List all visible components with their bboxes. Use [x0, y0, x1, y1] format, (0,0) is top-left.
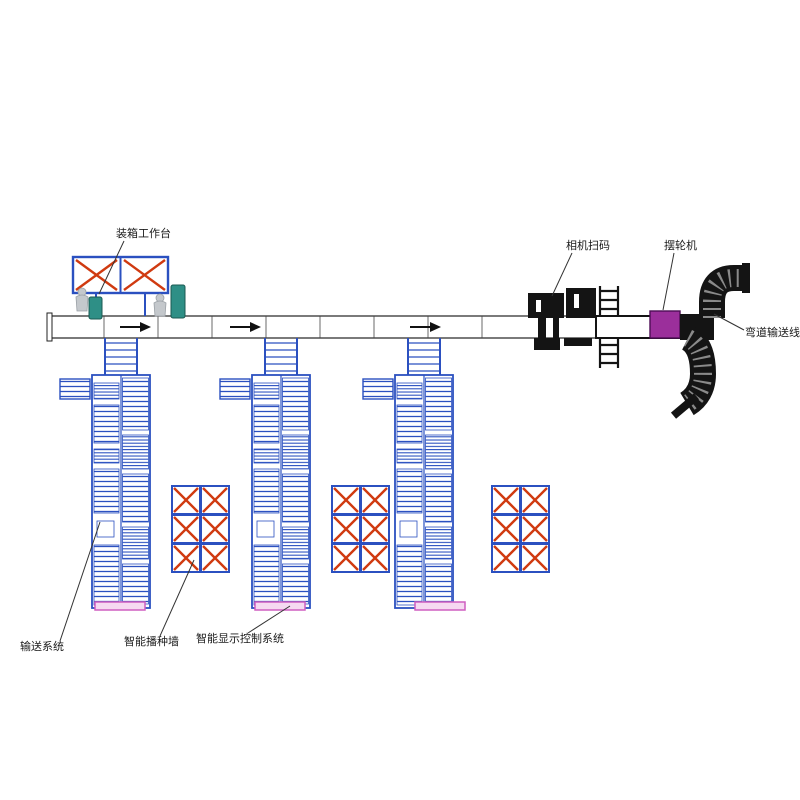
conveyor-segment-dividers	[103, 316, 483, 338]
leader-display-control	[247, 605, 291, 634]
crossbox-cell	[330, 484, 362, 516]
packing-crossbox-left	[75, 259, 118, 291]
crossbox-cell	[359, 484, 391, 516]
label-swing-wheel-sorter: 摆轮机	[664, 238, 697, 252]
teal-cabinet-1	[88, 296, 103, 320]
rack-assembly-2	[219, 337, 311, 609]
scan-gate-bar-2	[553, 316, 559, 338]
label-smart-display-control: 智能显示控制系统	[196, 631, 284, 645]
swing-wheel-sorter	[649, 310, 681, 339]
crossbox-cell	[490, 542, 522, 574]
label-smart-seeding-wall: 智能播种墙	[124, 634, 179, 648]
curve-lower-endcap	[670, 393, 700, 419]
crossbox-cell	[330, 513, 362, 545]
packing-workstation	[71, 255, 170, 316]
label-camera-scan: 相机扫码	[566, 238, 610, 252]
label-conveyor-system: 输送系统	[20, 639, 64, 653]
crossbox-cell	[519, 542, 551, 574]
crossbox-grid-a	[170, 484, 231, 574]
crossbox-cell	[490, 484, 522, 516]
scan-gate-bar-1	[538, 316, 546, 338]
pink-marker-1	[94, 601, 146, 611]
packing-crossbox-right	[123, 259, 166, 291]
operator-figure-2	[153, 293, 167, 317]
conveyor-left-endcap	[46, 312, 53, 342]
pink-marker-2	[254, 601, 306, 611]
crossbox-cell	[199, 513, 231, 545]
crossbox-grid-c	[490, 484, 551, 574]
crossbox-cell	[170, 542, 202, 574]
crossbox-cell	[359, 513, 391, 545]
label-packing-station: 装箱工作台	[116, 226, 171, 240]
leader-conveyor-system	[59, 521, 101, 642]
curved-conveyor	[670, 263, 750, 419]
label-curved-conveyor: 弯道输送线	[745, 325, 800, 339]
curve-upper-endcap	[742, 263, 750, 293]
crossbox-cell	[519, 484, 551, 516]
camera-base-1	[534, 338, 560, 350]
leader-seeding-wall	[159, 559, 195, 637]
leader-packing-station	[98, 240, 125, 295]
crossbox-cell	[359, 542, 391, 574]
flow-arrow-1	[120, 322, 151, 332]
crossbox-cell	[330, 542, 362, 574]
crossbox-grid-b	[330, 484, 391, 574]
crossbox-cell	[490, 513, 522, 545]
crossbox-cell	[199, 542, 231, 574]
leader-curved-conveyor	[713, 313, 745, 331]
flow-arrow-2	[230, 322, 261, 332]
crossbox-cell	[170, 513, 202, 545]
rack-assembly-1	[59, 337, 151, 609]
leader-camera-scan	[551, 252, 573, 297]
crossbox-cell	[170, 484, 202, 516]
leader-lines	[59, 240, 745, 642]
leader-swing-wheel	[662, 252, 675, 311]
camera-base-2	[564, 338, 592, 346]
teal-cabinet-2	[170, 284, 186, 319]
pink-marker-3	[414, 601, 466, 611]
camera-scan-station	[528, 288, 596, 350]
flow-arrow-3	[410, 322, 441, 332]
camera-block-2	[566, 288, 596, 318]
curved-conveyor-upper	[699, 265, 744, 318]
crossbox-cell	[519, 513, 551, 545]
camera-block-1	[528, 293, 564, 318]
operator-figure-1	[75, 287, 89, 312]
crossbox-cell	[199, 484, 231, 516]
